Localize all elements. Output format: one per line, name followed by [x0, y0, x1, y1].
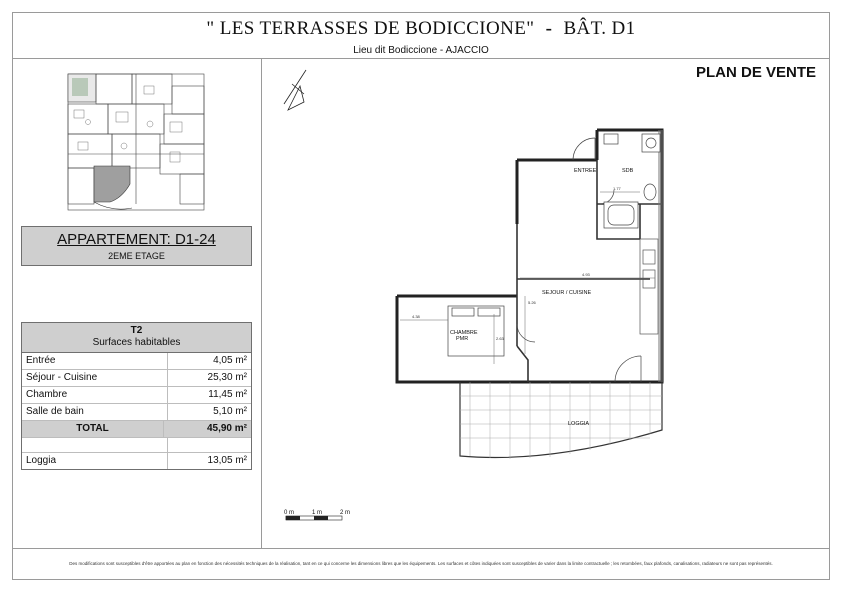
- blank-row: [22, 438, 251, 453]
- north-arrow: [283, 69, 307, 111]
- table-row: Entrée 4,05 m²: [22, 353, 251, 370]
- apartment-title: APPARTEMENT: D1-24: [57, 231, 216, 248]
- surfaces-table: T2 Surfaces habitables Entrée 4,05 m² Sé…: [21, 322, 252, 470]
- apartment-type: T2: [130, 325, 143, 336]
- room-label: Séjour - Cuisine: [22, 370, 168, 386]
- title-separator: -: [545, 18, 553, 39]
- loggia-tiles: [460, 382, 662, 459]
- loggia-label: Loggia: [22, 453, 168, 469]
- total-area: 45,90 m²: [206, 423, 247, 434]
- table-row: Salle de bain 5,10 m²: [22, 404, 251, 421]
- table-row: Séjour - Cuisine 25,30 m²: [22, 370, 251, 387]
- building-name: BÂT. D1: [563, 18, 636, 39]
- room-label: Chambre: [22, 387, 168, 403]
- scale-bar: 0 m 1 m 2 m: [284, 510, 350, 521]
- room-area: 11,45 m²: [208, 389, 247, 400]
- bed: [447, 305, 505, 357]
- surfaces-heading: Surfaces habitables: [92, 337, 181, 348]
- surfaces-table-header: T2 Surfaces habitables: [22, 323, 251, 353]
- header-divider: [13, 58, 829, 59]
- room-loggia-label: LOGGIA: [568, 421, 589, 427]
- dim-label: 5.26: [528, 300, 537, 305]
- building-key-plan: [67, 73, 205, 211]
- room-sejour-label: SEJOUR / CUISINE: [542, 290, 592, 296]
- total-label: TOTAL: [22, 421, 164, 437]
- footer-divider: [13, 548, 829, 549]
- loggia-area: 13,05 m²: [207, 455, 247, 466]
- bathroom-fixtures: [603, 133, 661, 229]
- room-entree-label: ENTREE: [574, 168, 597, 174]
- dim-label: 2.63: [496, 336, 505, 341]
- dim-label: 1.77: [613, 186, 622, 191]
- room-sdb-label: SDB: [622, 168, 634, 174]
- dim-label: 4.38: [412, 314, 421, 319]
- page-frame: [12, 12, 830, 580]
- garden-patch: [72, 78, 88, 96]
- dim-label: 4.93: [582, 272, 591, 277]
- total-row: TOTAL 45,90 m²: [22, 421, 251, 438]
- loggia-row: Loggia 13,05 m²: [22, 453, 251, 469]
- room-area: 5,10 m²: [213, 406, 247, 417]
- scale-label-0: 0 m: [284, 510, 294, 516]
- room-area: 25,30 m²: [207, 372, 247, 383]
- room-label: Entrée: [22, 353, 168, 369]
- dimension-lines: [400, 191, 655, 364]
- location-subtitle: Lieu dit Bodiccione - AJACCIO: [353, 45, 489, 56]
- apartment-box: APPARTEMENT: D1-24 2EME ETAGE: [21, 226, 252, 266]
- table-row: Chambre 11,45 m²: [22, 387, 251, 404]
- apartment-floor: 2EME ETAGE: [108, 251, 165, 261]
- page-title: " LES TERRASSES DE BODICCIONE" - BÂT. D1: [0, 18, 842, 40]
- column-divider: [261, 58, 262, 548]
- wall-hatch: [658, 130, 664, 382]
- scale-label-1: 1 m: [312, 510, 322, 516]
- project-name: " LES TERRASSES DE BODICCIONE": [206, 18, 535, 39]
- kitchen-counter: [639, 238, 659, 335]
- highlighted-apartment: [93, 165, 131, 203]
- room-label: Salle de bain: [22, 404, 168, 420]
- room-chambre-label: CHAMBRE: [450, 330, 478, 336]
- plan-label: PLAN DE VENTE: [695, 64, 816, 81]
- floor-plan: ENTREE SDB SEJOUR / CUISINE CHAMBRE PMR …: [283, 69, 664, 521]
- room-area: 4,05 m²: [213, 355, 247, 366]
- room-pmr-label: PMR: [456, 336, 468, 342]
- footer-disclaimer: Des modifications sont susceptibles d'êt…: [69, 561, 773, 566]
- scale-label-2: 2 m: [340, 510, 350, 516]
- loggia-outline: [459, 382, 663, 459]
- doors: [516, 137, 642, 383]
